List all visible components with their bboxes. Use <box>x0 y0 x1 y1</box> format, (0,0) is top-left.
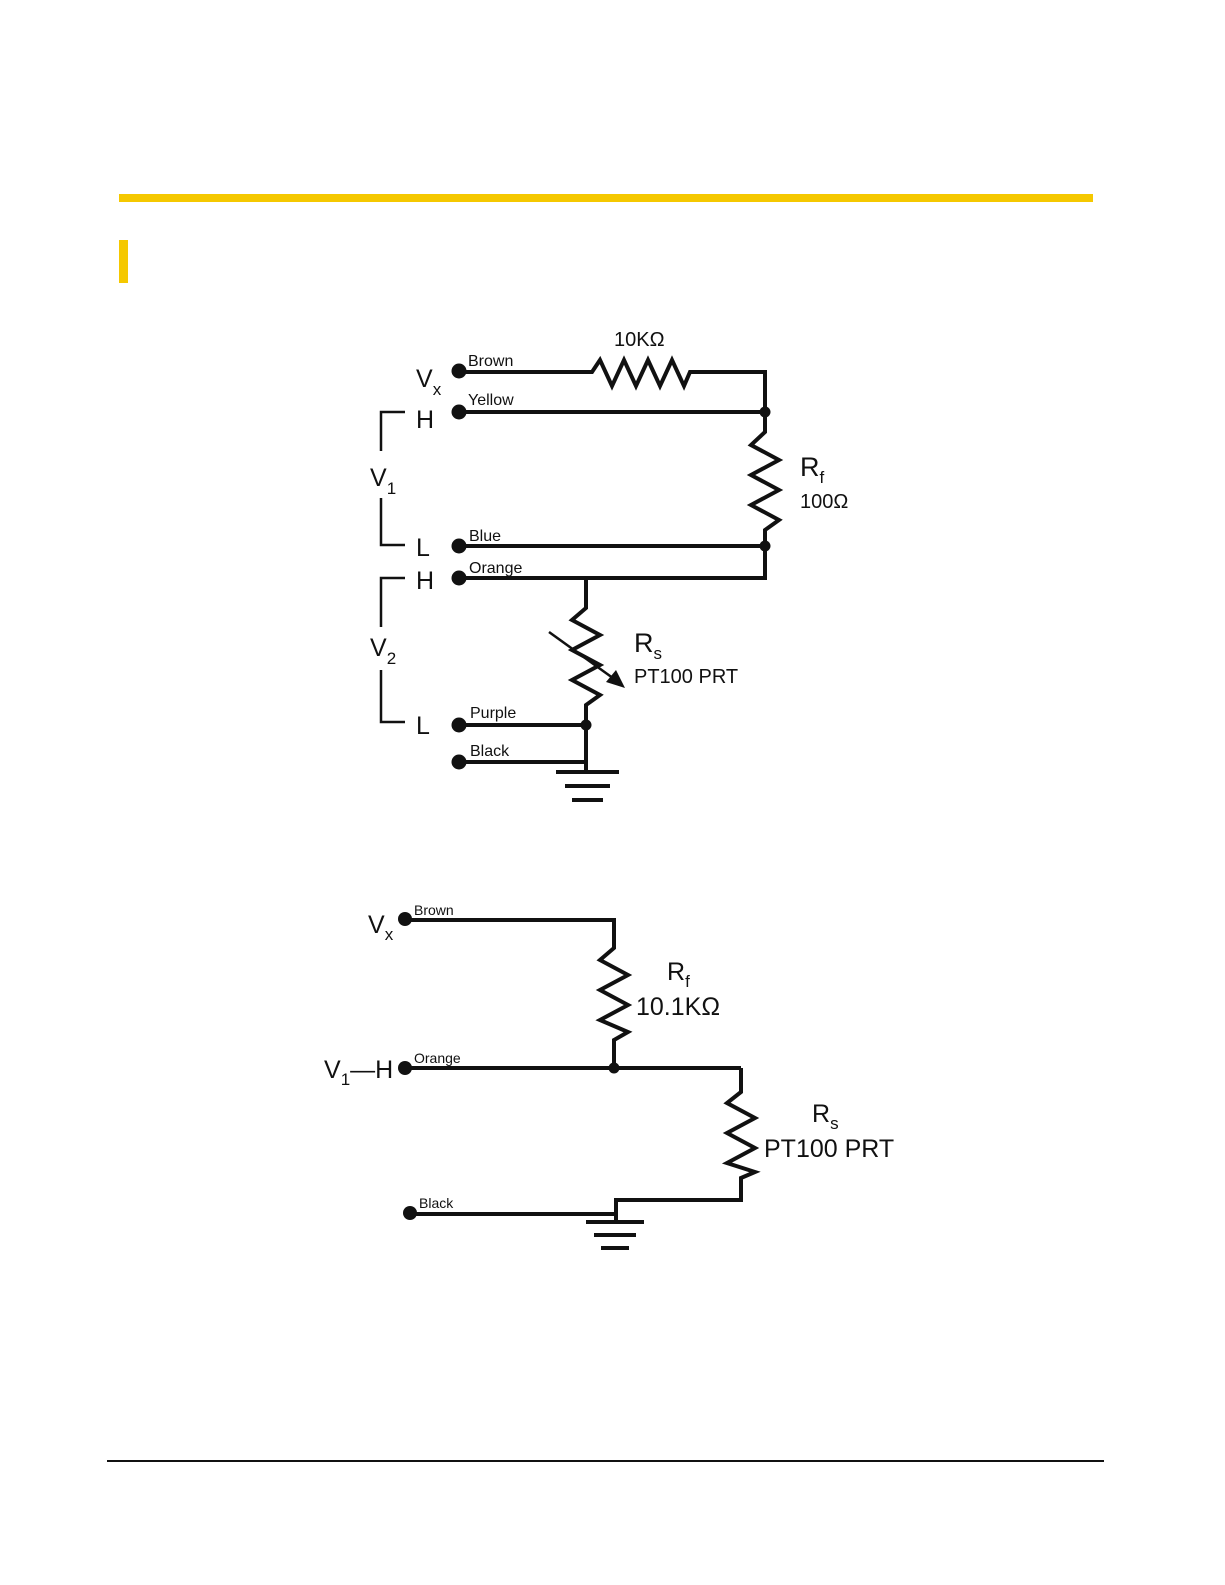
wire-label-black: Black <box>419 1195 454 1211</box>
rf-value: 100Ω <box>800 491 848 513</box>
l2-label: L <box>416 712 430 740</box>
wire-label-brown: Brown <box>468 353 513 370</box>
junction-node <box>609 1063 620 1074</box>
rs-value: PT100 PRT <box>764 1135 894 1163</box>
wire-label-blue: Blue <box>469 528 501 545</box>
rf-label: Rf <box>667 958 690 991</box>
diagram-four-wire: Vx H V1 L H V2 L Brown Yellow Blue Orang… <box>370 329 848 800</box>
ground-icon <box>586 1222 644 1248</box>
wire-label-black: Black <box>470 743 510 760</box>
wire-label-purple: Purple <box>470 705 516 722</box>
vx-label: Vx <box>416 365 442 399</box>
h1-label: H <box>416 406 434 434</box>
rf-value: 10.1KΩ <box>636 993 720 1021</box>
v2-label: V2 <box>370 634 396 668</box>
wire-brown <box>405 920 628 1068</box>
diagram-two-wire: Vx V1—H Brown Orange Black Rf 10.1KΩ Rs … <box>324 902 894 1248</box>
vx-label: Vx <box>368 911 394 944</box>
rf-label: Rf <box>800 452 825 487</box>
resistor-rf <box>751 412 779 546</box>
rs-label: Rs <box>812 1100 839 1133</box>
v1-bracket-bottom <box>381 498 405 545</box>
wire-label-orange: Orange <box>414 1050 461 1066</box>
ground-icon <box>556 772 619 800</box>
v1-label: V1—H <box>324 1056 393 1089</box>
variable-arrow-head <box>606 670 625 688</box>
wire-label-yellow: Yellow <box>468 392 514 409</box>
wire-label-orange: Orange <box>469 560 522 577</box>
v2-bracket-bottom <box>381 670 405 722</box>
resistor-rs <box>616 1068 755 1222</box>
l1-label: L <box>416 534 430 562</box>
v2-bracket-top <box>381 578 405 627</box>
v1-label: V1 <box>370 464 396 498</box>
v1-bracket-top <box>381 412 405 451</box>
rs-label: Rs <box>634 628 662 663</box>
wire-label-brown: Brown <box>414 902 454 918</box>
rs-value: PT100 PRT <box>634 666 738 688</box>
r10k-value: 10KΩ <box>614 329 665 351</box>
h2-label: H <box>416 567 434 595</box>
